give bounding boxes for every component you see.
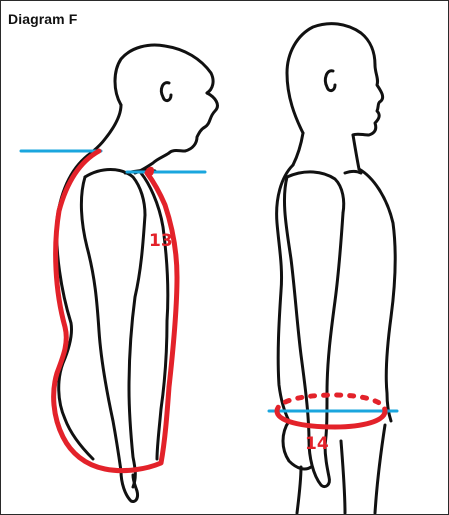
measurement-14-label: 14 [305,434,329,454]
left-body-outline [57,45,218,501]
right-body-outline [277,24,396,513]
measurement-13-label: 13 [149,231,173,251]
